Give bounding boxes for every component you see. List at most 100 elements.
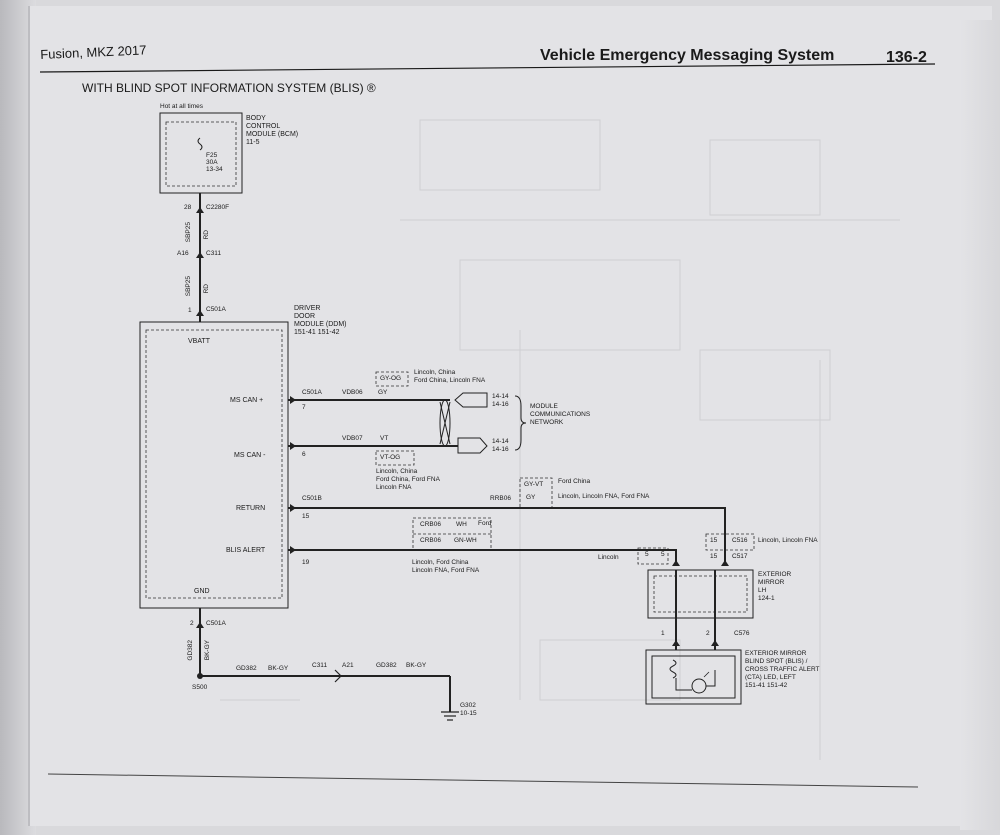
c2280f-label: C2280F <box>206 204 230 211</box>
ms-can-plus-label: MS CAN + <box>230 397 264 404</box>
splice-label: S500 <box>192 684 208 691</box>
ground-connector: C501A <box>206 620 226 627</box>
pin-1: 1 <box>188 307 192 314</box>
can-minus-note-3: Lincoln FNA <box>376 484 412 491</box>
c516-label: C516 <box>732 537 748 544</box>
blis-alt-circuit: CRB06 <box>420 521 441 528</box>
return-alt-color: GY-VT <box>524 481 544 488</box>
lincoln-label: Lincoln <box>598 554 619 561</box>
vbatt-label: VBATT <box>188 338 211 345</box>
can-plus-note-1: Lincoln, China <box>414 369 456 376</box>
wire-rd-b: RD <box>203 284 210 294</box>
c516-note: Lincoln, Lincoln FNA <box>758 537 818 544</box>
c516-pin-b: 5 <box>661 551 665 558</box>
ground-wire-color: BK-GY <box>204 640 211 661</box>
ms-can-minus-label: MS CAN - <box>234 452 266 459</box>
can-minus-connector <box>457 437 488 454</box>
blis-circuit-id: CRB06 <box>420 537 441 544</box>
led-resistor <box>669 659 677 679</box>
c517-pin: 15 <box>710 553 718 560</box>
bcm-inner <box>165 121 237 187</box>
can-plus-connector <box>454 392 488 408</box>
ground-c311: C311 <box>312 662 328 669</box>
g302-label: G302 <box>460 702 476 709</box>
led-line-3: CROSS TRAFFIC ALERT <box>745 666 820 673</box>
led-line-2: BLIND SPOT (BLIS) / <box>745 658 808 665</box>
connector-c2280f-arrow <box>196 207 204 213</box>
ddm-box <box>139 321 289 609</box>
return-arrow <box>290 504 296 512</box>
network-brace <box>514 395 527 451</box>
c517-label: C517 <box>732 553 748 560</box>
connector-c501a-arrow <box>196 310 204 316</box>
c311-label: C311 <box>206 250 222 257</box>
blis-alt-note: Ford <box>478 520 492 527</box>
blis-pin: 19 <box>302 559 310 566</box>
bcm-line-1: BODY <box>246 115 266 122</box>
ground-wire-id: GD382 <box>187 640 194 661</box>
mirror-pin-2: 2 <box>706 630 710 637</box>
ground-pin: 2 <box>190 620 194 627</box>
return-color: GY <box>526 494 536 501</box>
can-plus-note-2: Ford China, Lincoln FNA <box>414 377 486 384</box>
page-sheet <box>28 6 992 826</box>
blis-note-2: Lincoln FNA, Ford FNA <box>412 567 480 574</box>
lincoln-pin-box <box>637 547 669 565</box>
wire-rd-a: RD <box>203 230 210 240</box>
fuse-symbol <box>197 137 203 151</box>
blis-alt-color: WH <box>456 521 467 528</box>
blis-note-1: Lincoln, Ford China <box>412 559 469 566</box>
mirror-line-3: LH <box>758 587 767 594</box>
fuse-rating: 30A <box>206 159 218 166</box>
mirror-line-2: MIRROR <box>758 579 785 586</box>
mirror-line-4: 124-1 <box>758 595 775 602</box>
c516-arrow-a <box>672 560 680 566</box>
bcm-line-3: MODULE (BCM) <box>246 131 299 138</box>
can-ref-4: 14-16 <box>492 446 509 453</box>
blis-alert-arrow <box>290 546 296 554</box>
c516-pin-c: 15 <box>710 537 718 544</box>
ground-seg1-circuit: GD382 <box>236 665 257 672</box>
can-ref-2: 14-16 <box>492 401 509 408</box>
network-line-3: NETWORK <box>530 419 564 426</box>
ddm-inner <box>145 329 283 599</box>
led-box <box>645 649 742 705</box>
can-minus-circuit: VDB07 <box>342 435 363 442</box>
header-page-number: 136-2 <box>886 49 927 66</box>
pin-28: 28 <box>184 204 192 211</box>
network-line-1: MODULE <box>530 403 558 410</box>
wire-sbp25-a: SBP25 <box>185 222 192 243</box>
return-circuit-id: RRB06 <box>490 495 511 502</box>
can-minus-note-2: Ford China, Ford FNA <box>376 476 440 483</box>
bcm-line-4: 11-5 <box>246 139 260 146</box>
c576-label: C576 <box>734 630 750 637</box>
fuse-ref: 13-34 <box>206 166 223 173</box>
can-minus-arrow <box>290 442 296 450</box>
bcm-box <box>159 112 243 194</box>
header-rule <box>39 63 936 73</box>
can-plus-circuit: VDB06 <box>342 389 363 396</box>
section-title: WITH BLIND SPOT INFORMATION SYSTEM (BLIS… <box>82 81 376 95</box>
c501a-label: C501A <box>206 306 226 313</box>
return-wire <box>288 507 726 566</box>
return-alt-note: Ford China <box>558 478 591 485</box>
can-minus-color: VT <box>380 435 389 442</box>
can-minus-pin: 6 <box>302 451 306 458</box>
can-minus-alt-color: VT-OG <box>380 454 401 461</box>
ddm-line-2: DOOR <box>294 313 315 320</box>
can-ref-1: 14-14 <box>492 393 509 400</box>
can-minus-note-1: Lincoln, China <box>376 468 418 475</box>
mirror-inner <box>653 575 748 613</box>
can-ref-3: 14-14 <box>492 438 509 445</box>
led-line-4: (CTA) LED, LEFT <box>745 674 796 681</box>
can-plus-connector-label: C501A <box>302 389 322 396</box>
c501a-ground-arrow <box>196 622 204 628</box>
return-label: RETURN <box>236 505 266 512</box>
mirror-line-1: EXTERIOR <box>758 571 792 578</box>
page-edge <box>960 20 1000 830</box>
ground-seg2-color: BK-GY <box>406 662 427 669</box>
c516-pin-a: 5 <box>645 551 649 558</box>
mirror-box <box>647 569 754 619</box>
c516-box <box>705 533 755 551</box>
